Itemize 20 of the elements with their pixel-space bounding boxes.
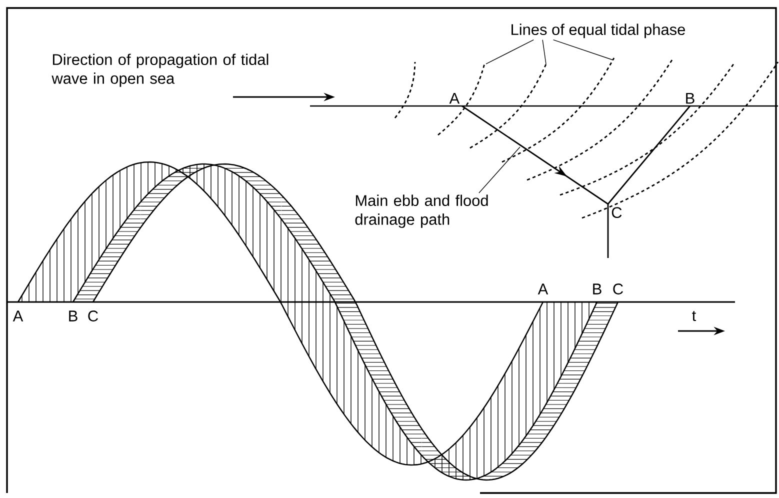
point-label: B (593, 284, 602, 294)
point-label: B (69, 310, 78, 322)
channel-line (607, 106, 691, 204)
leader-line (542, 39, 546, 64)
callout-text: Lines of equal tidal phase (512, 24, 685, 38)
point-label: A (538, 284, 548, 294)
arrow (462, 105, 608, 205)
callout-text: Main ebb and flood drainage path (355, 194, 488, 228)
point-label: t (692, 310, 696, 322)
point-label: C (88, 310, 98, 322)
leader-line (552, 39, 614, 60)
caption-text: Direction of propagation of tidal wave in open sea (52, 54, 268, 87)
point-label: A (12, 310, 24, 322)
point-label: C (612, 207, 622, 218)
leader-line (478, 146, 520, 194)
point-label: B (686, 92, 694, 104)
channel-line (607, 204, 609, 258)
point-label: A (449, 92, 460, 104)
point-label: C (613, 284, 623, 294)
leader-line (486, 39, 534, 64)
